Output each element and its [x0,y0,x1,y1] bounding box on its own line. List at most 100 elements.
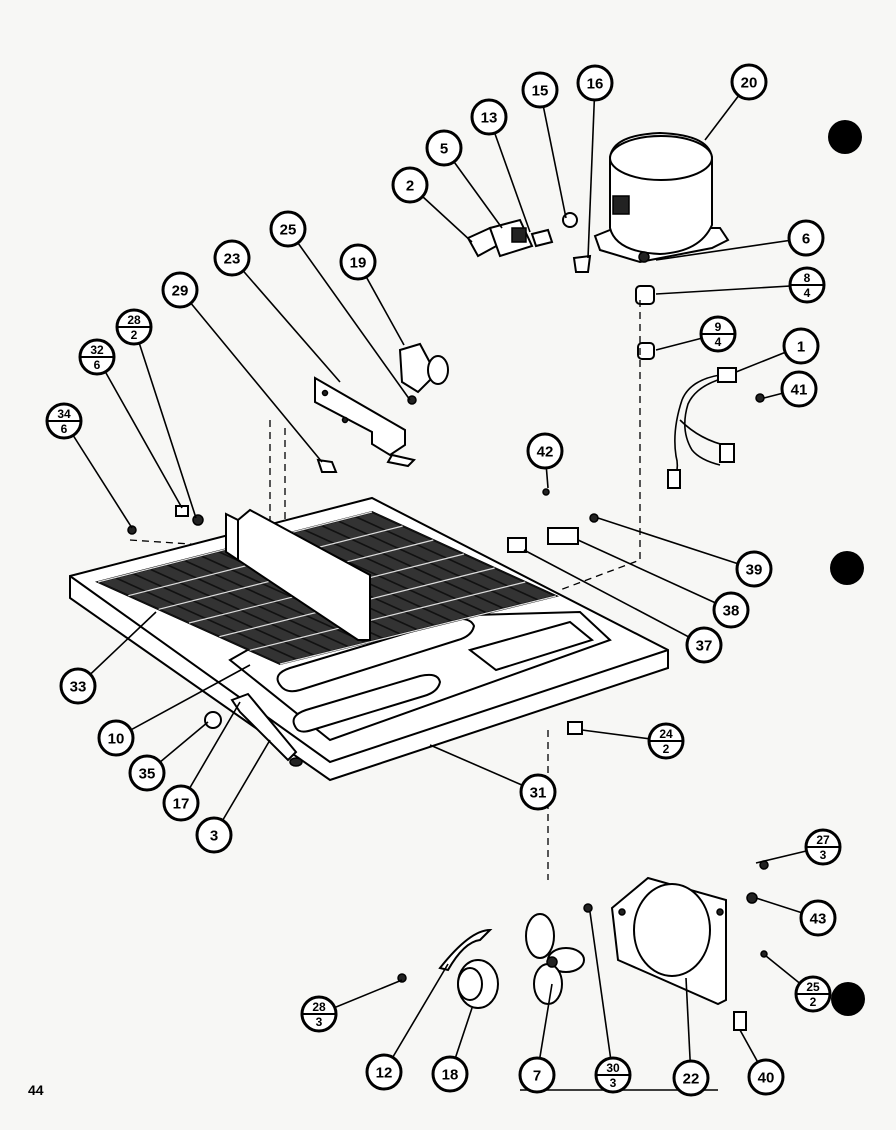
callout-number: 16 [587,76,604,93]
callout-23: 23 [213,239,251,277]
callout-circle [518,1056,556,1094]
callout-16: 16 [576,64,614,102]
leader-line-6 [655,237,807,261]
callout-15: 15 [521,71,559,109]
callout-circle [365,1053,403,1091]
callout-quantity: 6 [94,358,101,372]
callout-circle [425,129,463,167]
callout-number: 32 [90,343,104,357]
leader-line-38 [577,539,732,611]
leader-line-8 [655,284,808,295]
callout-quantity: 4 [804,286,811,300]
leader-line-39 [597,517,755,570]
callout-circle [526,432,564,470]
callout-quantity: 2 [131,328,138,342]
callout-quantity: 2 [663,742,670,756]
callout-circle [782,327,820,365]
callout-number: 24 [659,727,673,741]
leader-line-29 [179,289,323,463]
callout-circle [712,591,750,629]
leader-lines [63,81,824,1079]
callout-38: 38 [712,591,750,629]
callout-number: 5 [440,141,448,158]
callout-3: 3 [195,816,233,854]
callout-5: 5 [425,129,463,167]
leader-line-12 [383,963,449,1073]
leader-line-37 [523,549,705,646]
callout-quantity: 3 [316,1015,323,1029]
callout-number: 39 [746,562,763,579]
fan-bracket-part [610,876,747,1031]
callout-quantity: 6 [61,422,68,436]
callout-number: 18 [442,1067,459,1084]
callout-7: 7 [518,1056,556,1094]
callout-number: 7 [533,1068,541,1085]
callout-circle [59,667,97,705]
callout-17: 17 [162,784,200,822]
binder-hole-top [828,120,862,154]
callout-circle [97,719,135,757]
wiring-harness-part [667,367,765,489]
leader-line-28a [133,326,197,519]
leader-line-17 [180,701,241,804]
filter-drier-part [204,692,303,767]
callout-43: 43 [799,899,837,937]
callout-39: 39 [735,550,773,588]
assembly-line [559,300,641,591]
callout-number: 12 [376,1065,393,1082]
callout-circle [521,71,559,109]
leader-line-10 [115,664,251,739]
callout-circle [735,550,773,588]
page-number: 44 [28,1082,44,1098]
callout-circle [576,64,614,102]
callout-circle [162,784,200,822]
callout-quantity: 3 [820,848,827,862]
callout-circle [161,271,199,309]
callout-8: 84 [788,266,826,304]
callout-13: 13 [470,98,508,136]
callout-6: 6 [787,219,825,257]
callout-circle [213,239,251,277]
callout-quantity: 2 [810,995,817,1009]
callout-25a: 25 [269,210,307,248]
callout-circle [431,1055,469,1093]
callout-25b: 252 [794,975,832,1013]
leader-line-31 [429,744,539,793]
callout-29: 29 [161,271,199,309]
callout-circle [787,219,825,257]
callout-circle [128,754,166,792]
callout-22: 22 [672,1059,710,1097]
mounting-bracket-part [314,376,416,468]
callout-circle [672,1059,710,1097]
callout-number: 10 [108,731,125,748]
callout-20: 20 [730,63,768,101]
callout-number: 43 [810,911,827,928]
tie-part [316,458,338,473]
callout-33: 33 [59,667,97,705]
callout-number: 3 [210,828,218,845]
callout-28b: 283 [300,995,338,1033]
leader-line-25a [287,228,411,401]
callout-37: 37 [685,626,723,664]
defrost-timer-part [398,342,449,405]
grommet-parts [635,285,655,360]
callout-circle [339,243,377,281]
relay-clip-part [530,212,592,273]
callout-number: 15 [532,83,549,100]
callout-circle [470,98,508,136]
callout-circle [685,626,723,664]
binder-hole-bottom [831,982,865,1016]
callout-10: 10 [97,719,135,757]
leader-line-32 [96,356,183,509]
callout-34: 346 [45,402,83,440]
callout-number: 17 [173,796,190,813]
leader-line-15 [539,89,567,219]
callout-2: 2 [391,166,429,204]
leader-line-30 [589,911,614,1076]
callout-circle [780,370,818,408]
callout-number: 23 [224,251,241,268]
binder-hole-middle [830,551,864,585]
callout-number: 1 [797,339,805,356]
fan-blade-part [525,913,585,1005]
callout-number: 8 [804,271,811,285]
